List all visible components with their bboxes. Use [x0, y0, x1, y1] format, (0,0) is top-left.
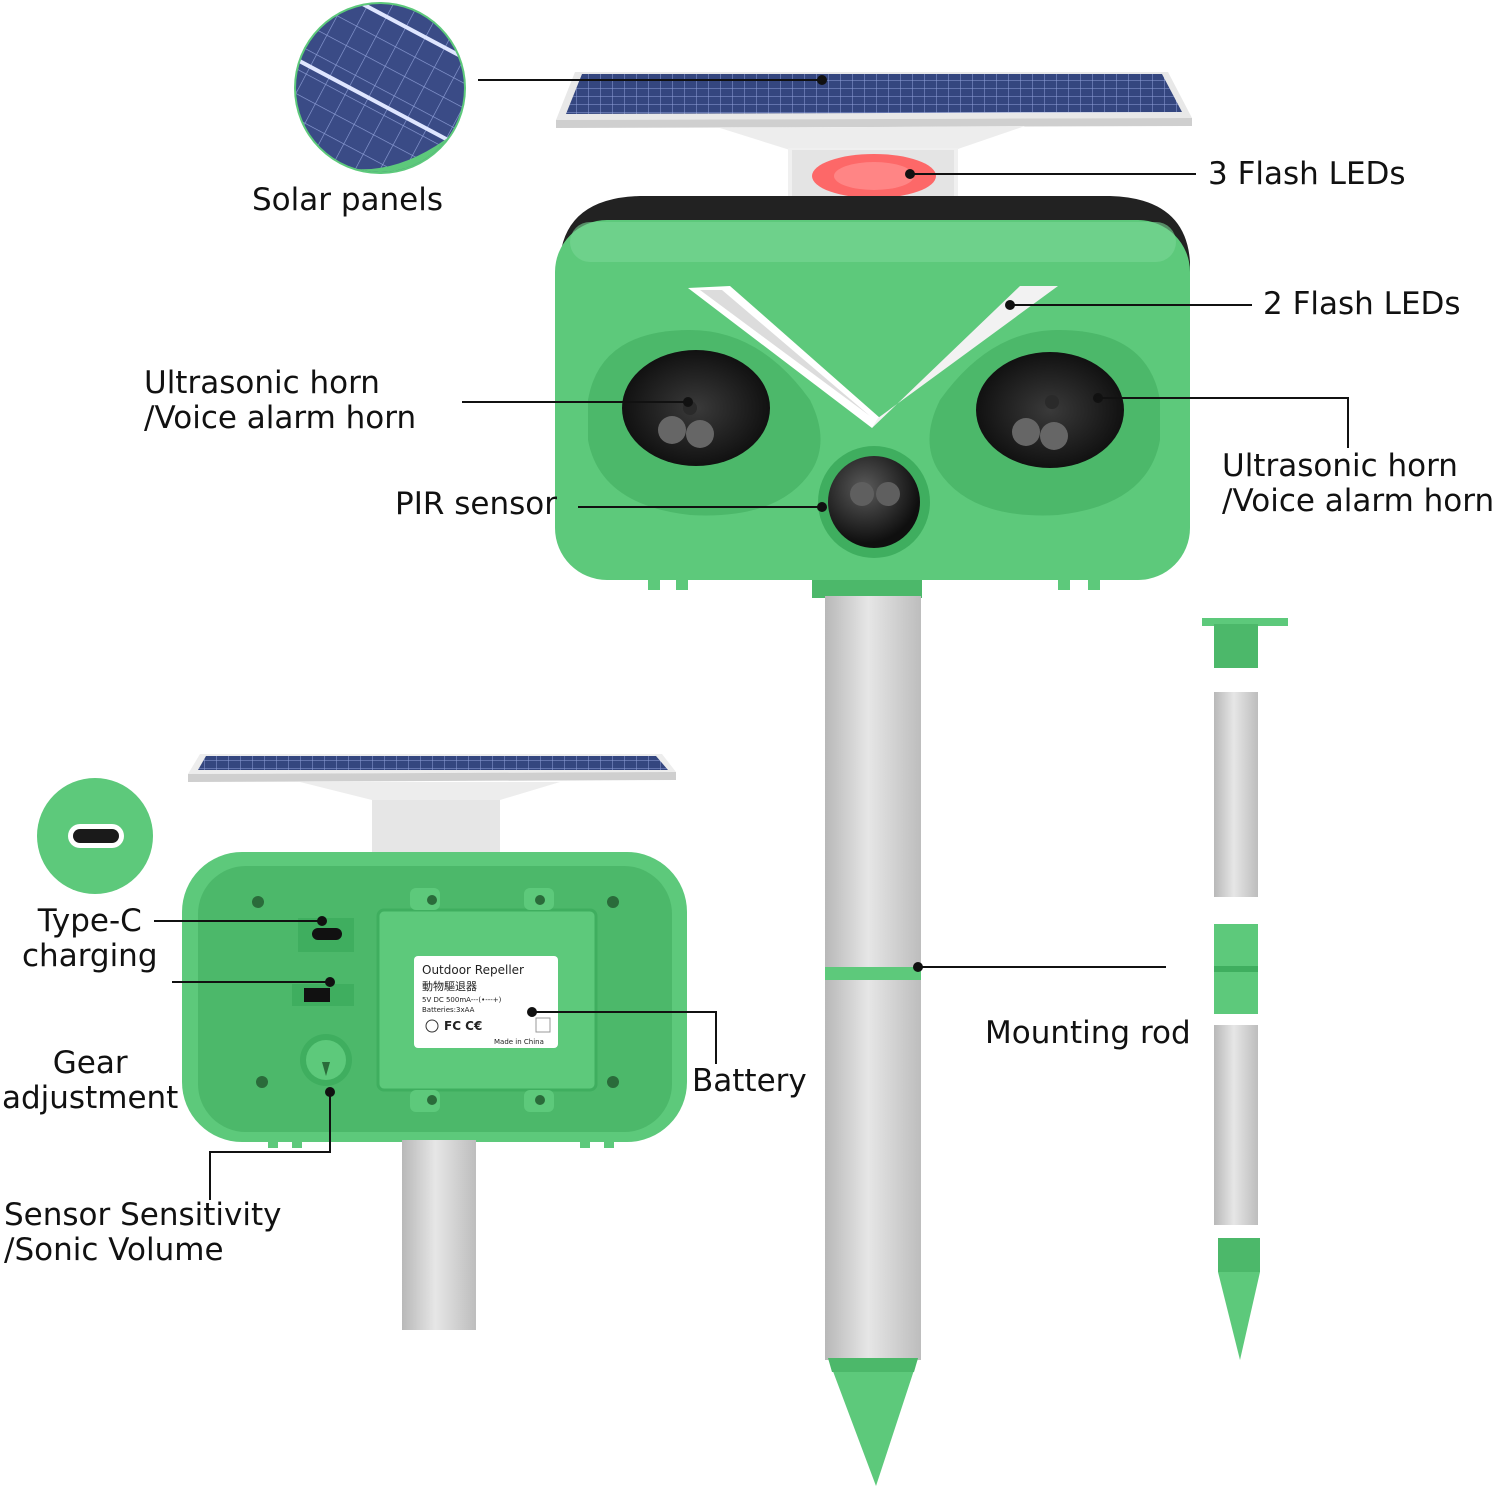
- label-gear: Gear adjustment: [2, 1046, 178, 1116]
- exploded-rod: [1202, 618, 1288, 1360]
- right-horn: [976, 352, 1124, 468]
- label-3-flash-leds: 3 Flash LEDs: [1208, 156, 1406, 192]
- product-label-marks: FC C€: [444, 1019, 482, 1033]
- label-gear-line1: Gear: [52, 1045, 128, 1081]
- label-type-c-line2: charging: [22, 938, 158, 974]
- label-sensor-sensitivity-line2: /Sonic Volume: [4, 1232, 224, 1268]
- flash-led-strips: [688, 286, 1058, 428]
- label-horn-left-line2: /Voice alarm horn: [144, 400, 417, 436]
- label-2-flash-leds: 2 Flash LEDs: [1263, 286, 1461, 322]
- product-label-line3: 5V DC 500mA---(•---+): [422, 996, 502, 1004]
- product-label-line1: Outdoor Repeller: [422, 963, 524, 977]
- label-sensor-sensitivity: Sensor Sensitivity /Sonic Volume: [4, 1198, 282, 1268]
- product-label-line2: 動物驅退器: [422, 979, 477, 993]
- label-type-c: Type-C charging: [22, 904, 158, 974]
- type-c-closeup: [37, 778, 153, 894]
- main-solar-panel: [556, 72, 1192, 150]
- main-body: [555, 220, 1190, 590]
- left-horn: [622, 350, 770, 466]
- label-gear-line2: adjustment: [2, 1080, 179, 1116]
- label-sensor-sensitivity-line1: Sensor Sensitivity: [4, 1197, 282, 1233]
- back-device: Outdoor Repeller 動物驅退器 5V DC 500mA---(•-…: [182, 754, 687, 1330]
- battery-compartment: Outdoor Repeller 動物驅退器 5V DC 500mA---(•-…: [376, 888, 598, 1112]
- label-battery: Battery: [692, 1063, 807, 1099]
- label-horn-left: Ultrasonic horn /Voice alarm horn: [144, 366, 416, 436]
- power-switch: [292, 984, 354, 1006]
- leader-lines: [154, 75, 1349, 1200]
- label-horn-left-line1: Ultrasonic horn: [144, 365, 380, 401]
- label-type-c-line1: Type-C: [37, 903, 142, 939]
- gear-knob: [300, 1034, 352, 1086]
- main-mounting-rod: [812, 580, 922, 1486]
- product-label-made-in: Made in China: [494, 1038, 544, 1046]
- label-horn-right-line1: Ultrasonic horn: [1222, 448, 1458, 484]
- label-mounting-rod: Mounting rod: [985, 1015, 1191, 1051]
- label-pir-sensor: PIR sensor: [395, 486, 557, 522]
- label-horn-right-line2: /Voice alarm horn: [1222, 483, 1495, 519]
- label-solar-panels: Solar panels: [252, 182, 444, 218]
- solar-panel-closeup: [294, 2, 466, 174]
- main-device: [555, 72, 1192, 1486]
- label-horn-right: Ultrasonic horn /Voice alarm horn: [1222, 449, 1494, 519]
- pir-sensor-dome: [818, 446, 930, 558]
- product-label-line4: Batteries:3xAA: [422, 1006, 475, 1014]
